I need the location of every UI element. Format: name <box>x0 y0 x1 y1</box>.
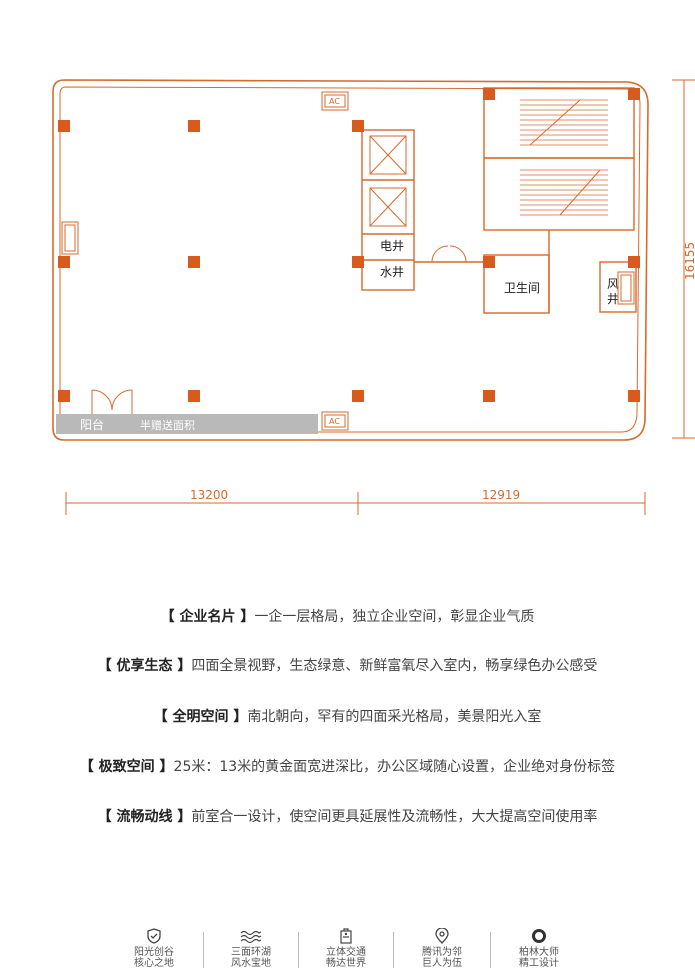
footer-line2: 畅达世界 <box>326 958 366 969</box>
location-pin-icon <box>435 928 449 944</box>
inner-wall <box>59 86 641 433</box>
feature-item: 【 企业名片 】一企一层格局，独立企业空间，彰显企业气质 <box>0 606 695 626</box>
dim-width-left: 13200 <box>190 488 228 502</box>
feature-item: 【 极致空间 】25米：13米的黄金面宽进深比，办公区域随心设置，企业绝对身份标… <box>0 756 695 776</box>
vent-shaft-room <box>599 261 637 313</box>
ac-label-bottom: AC <box>329 417 340 426</box>
vent-shaft-label-1: 风 <box>607 277 619 291</box>
feature-bracket: 】 <box>228 709 248 725</box>
feature-text: 前室合一设计，使空间更具延展性及流畅性，大大提高空间使用率 <box>191 809 598 825</box>
feature-tag: 全明空间 <box>172 709 229 725</box>
vent-shaft-label-2: 井 <box>607 292 619 306</box>
footer-divider <box>393 932 394 968</box>
feature-tag: 流畅动线 <box>116 809 173 825</box>
footer-line2: 风水宝地 <box>231 958 271 969</box>
footer-line1: 阳光创谷 <box>134 947 174 958</box>
floor-plan: 阳台 半赠送面积 <box>52 79 695 515</box>
dim-width-right: 12919 <box>482 488 520 502</box>
lobby-door <box>431 245 467 263</box>
footer-line2: 核心之地 <box>134 958 174 969</box>
columns <box>58 88 640 402</box>
feature-bracket: 】 <box>172 809 192 825</box>
footer-line1: 柏林大师 <box>519 947 559 958</box>
stair-treads <box>520 99 608 216</box>
elevator-core <box>361 129 415 291</box>
restroom-label: 卫生间 <box>504 281 540 295</box>
feature-tag: 极致空间 <box>98 759 155 775</box>
footer-bar: 阳光创谷 核心之地 三面环湖 风水宝地 立体交通 畅达世界 腾讯为邻 巨人为伍 <box>0 928 695 974</box>
feature-bracket: 【 <box>160 609 180 625</box>
ring-icon <box>532 929 546 943</box>
feature-text: 25米：13米的黄金面宽进深比，办公区域随心设置，企业绝对身份标签 <box>173 759 616 775</box>
waves-icon <box>240 930 262 944</box>
feature-text: 四面全景视野，生态绿意、新鲜富氧尽入室内，畅享绿色办公感受 <box>191 658 598 674</box>
shield-icon <box>147 928 161 944</box>
ac-units <box>61 91 635 431</box>
balcony-area <box>56 414 318 434</box>
footer-item: 立体交通 畅达世界 <box>306 928 386 969</box>
feature-tag: 优享生态 <box>116 658 173 674</box>
feature-tag: 企业名片 <box>179 609 236 625</box>
feature-bracket: 【 <box>97 658 117 674</box>
feature-bracket: 【 <box>97 809 117 825</box>
footer-divider <box>490 932 491 968</box>
feature-item: 【 优享生态 】四面全景视野，生态绿意、新鲜富氧尽入室内，畅享绿色办公感受 <box>0 655 695 675</box>
footer-item: 柏林大师 精工设计 <box>499 928 579 969</box>
footer-item: 腾讯为邻 巨人为伍 <box>402 928 482 969</box>
feature-text: 南北朝向，罕有的四面采光格局，美景阳光入室 <box>247 709 542 725</box>
feature-item: 【 全明空间 】南北朝向，罕有的四面采光格局，美景阳光入室 <box>0 706 695 726</box>
feature-text: 一企一层格局，独立企业空间，彰显企业气质 <box>254 609 535 625</box>
footer-line2: 巨人为伍 <box>422 958 462 969</box>
feature-bracket: 【 <box>79 759 99 775</box>
feature-bracket: 】 <box>172 658 192 674</box>
feature-bracket: 【 <box>153 709 173 725</box>
footer-line1: 立体交通 <box>326 947 366 958</box>
footer-divider <box>203 932 204 968</box>
footer-item: 三面环湖 风水宝地 <box>211 928 291 969</box>
stair-top <box>483 87 635 159</box>
footer-line2: 精工设计 <box>519 958 559 969</box>
footer-divider <box>298 932 299 968</box>
dim-depth: 16155 <box>683 242 695 280</box>
water-shaft-label: 水井 <box>380 265 404 279</box>
building-icon <box>340 928 352 944</box>
balcony-door <box>91 389 133 414</box>
gift-area-label: 半赠送面积 <box>140 418 195 432</box>
feature-bracket: 】 <box>235 609 255 625</box>
balcony-label: 阳台 <box>80 417 104 432</box>
elec-shaft-label: 电井 <box>380 239 404 253</box>
outer-wall <box>52 79 649 441</box>
elevator-cars <box>369 135 407 227</box>
ac-label-top: AC <box>329 97 340 106</box>
dimension-horizontal <box>65 492 646 515</box>
feature-item: 【 流畅动线 】前室合一设计，使空间更具延展性及流畅性，大大提高空间使用率 <box>0 806 695 826</box>
footer-line1: 腾讯为邻 <box>422 947 462 958</box>
feature-bracket: 】 <box>154 759 174 775</box>
dimension-vertical <box>672 79 695 439</box>
footer-line1: 三面环湖 <box>231 947 271 958</box>
stair-bottom <box>483 157 635 231</box>
footer-item: 阳光创谷 核心之地 <box>114 928 194 969</box>
